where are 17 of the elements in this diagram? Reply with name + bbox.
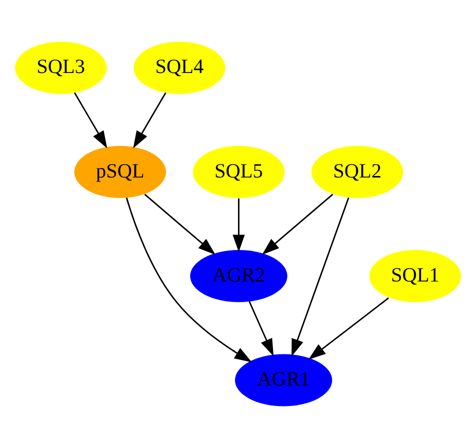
arrow (132, 92, 166, 148)
node-ellipse: SQL2 (310, 145, 403, 198)
node-ellipse: SQL5 (192, 145, 284, 198)
arrow (262, 193, 333, 254)
arrow (144, 193, 215, 254)
node-ellipse: SQL3 (14, 41, 106, 94)
node-ellipse: AGR2 (190, 250, 287, 302)
node-ellipse: pSQL (74, 145, 166, 198)
node-ellipse: SQL1 (368, 250, 460, 302)
arrow (291, 197, 349, 356)
arrow (308, 296, 388, 360)
arrow (73, 92, 107, 148)
arrow (248, 300, 274, 356)
arrow (232, 198, 244, 252)
node-ellipse: SQL4 (133, 41, 225, 94)
node-ellipse: AGR1 (234, 354, 332, 406)
arrow (125, 197, 252, 362)
